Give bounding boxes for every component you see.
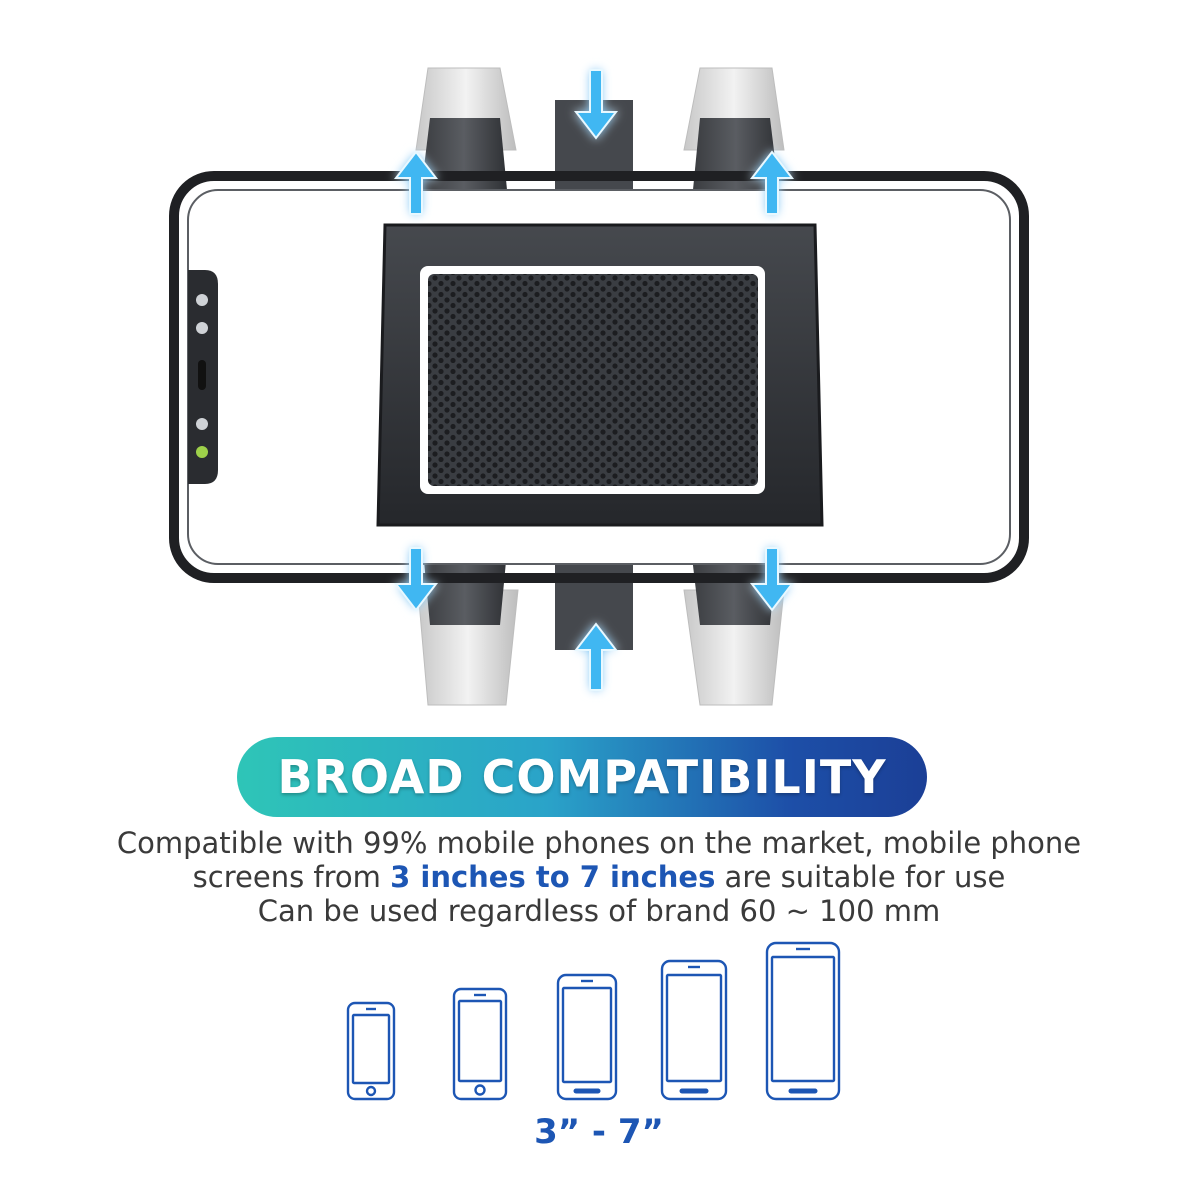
phone-icon [660, 959, 728, 1101]
size-range-label: 3” - 7” [534, 1112, 664, 1152]
phone-sizes-illustration [346, 941, 841, 1101]
description-line-2: screens from 3 inches to 7 inches are su… [0, 860, 1198, 894]
description-line-1: Compatible with 99% mobile phones on the… [116, 826, 1082, 860]
phone-icon [765, 941, 841, 1101]
description-line-2-end: are suitable for use [715, 860, 1006, 894]
phone-icon [346, 1001, 396, 1101]
car-phone-mount-icon [169, 67, 1029, 706]
banner-title: BROAD COMPATIBILITY [277, 750, 887, 804]
phone-icon [452, 987, 508, 1101]
compatibility-banner: BROAD COMPATIBILITY [237, 737, 927, 817]
size-range-highlight: 3 inches to 7 inches [390, 860, 716, 894]
phone-icon [556, 973, 618, 1101]
description-line-2-start: screens from [192, 860, 391, 894]
description-line-3: Can be used regardless of brand 60 ~ 100… [257, 894, 941, 928]
